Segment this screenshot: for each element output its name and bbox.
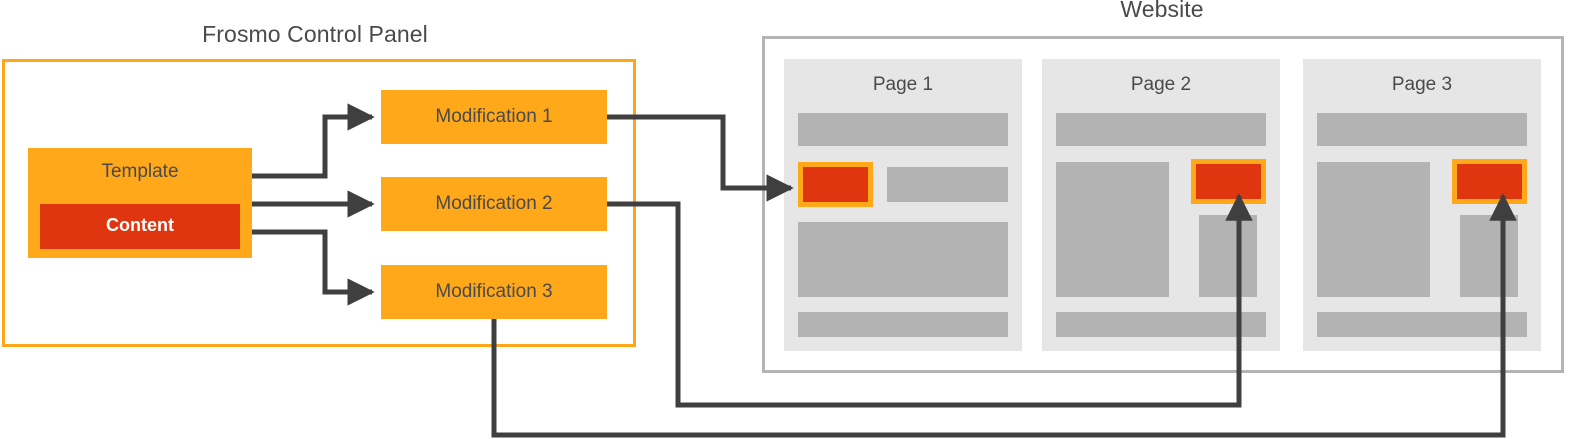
page-2-header-block	[1056, 113, 1266, 146]
page-2-sidebar-block	[1199, 215, 1257, 297]
page-3-header-block	[1317, 113, 1527, 146]
page-1-label: Page 1	[872, 74, 934, 95]
modification-3-label: Modification 3	[435, 281, 553, 302]
page-2-placement[interactable]	[1191, 159, 1266, 204]
modification-1-label: Modification 1	[435, 106, 553, 127]
page-3-sidebar-block	[1460, 215, 1518, 297]
website-title: Website	[1120, 0, 1204, 22]
page-1-header-block	[798, 113, 1008, 146]
page-1-footer-block	[798, 312, 1008, 337]
page-3-placement[interactable]	[1452, 159, 1527, 204]
modification-3-box[interactable]: Modification 3	[381, 265, 607, 319]
template-label: Template	[101, 161, 179, 182]
control-panel-title: Frosmo Control Panel	[202, 21, 428, 47]
page-2-label: Page 2	[1130, 74, 1192, 95]
modification-1-box[interactable]: Modification 1	[381, 90, 607, 144]
modification-2-label: Modification 2	[435, 193, 553, 214]
arrow-template-to-mod3	[252, 229, 375, 306]
arrow-mod2-to-page2	[607, 193, 1253, 408]
arrow-template-to-mod1	[252, 103, 375, 179]
page-1-side-block	[887, 167, 1008, 202]
modification-2-box[interactable]: Modification 2	[381, 177, 607, 231]
page-3-label: Page 3	[1391, 74, 1453, 95]
template-box[interactable]: Template Content	[28, 148, 252, 258]
arrow-mod3-to-page3	[491, 193, 1517, 438]
page-1-panel[interactable]: Page 1	[784, 59, 1022, 351]
arrow-mod1-to-page1	[607, 114, 794, 202]
page-1-placement[interactable]	[798, 162, 873, 207]
page-1-body-block	[798, 222, 1008, 297]
page-2-main-block	[1056, 162, 1169, 297]
page-3-main-block	[1317, 162, 1430, 297]
content-label: Content	[106, 215, 174, 235]
website-frame	[762, 36, 1564, 373]
page-3-footer-block	[1317, 312, 1527, 337]
content-box[interactable]: Content	[40, 204, 240, 249]
page-2-footer-block	[1056, 312, 1266, 337]
